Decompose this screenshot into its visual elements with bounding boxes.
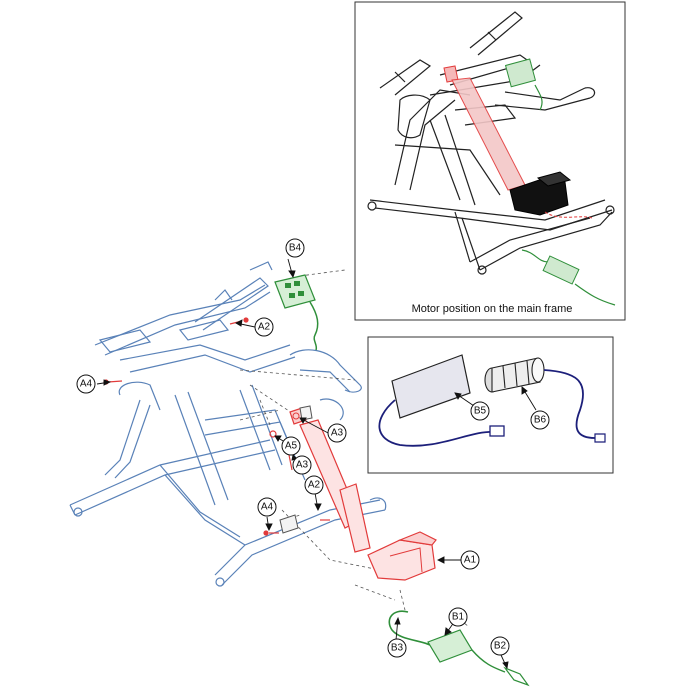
callout-a4-lower-label: A4: [261, 502, 274, 513]
callout-b2: B2: [490, 636, 510, 656]
callout-a5-label: A5: [285, 441, 298, 452]
motor-tube: [484, 357, 545, 393]
bracket-grey: [279, 405, 313, 534]
callout-a3-upper: A3: [327, 423, 347, 443]
callout-a4-lower: A4: [257, 497, 277, 517]
callout-a3-lower-label: A3: [296, 460, 309, 471]
callout-a4-left-label: A4: [80, 379, 93, 390]
callout-b1: B1: [448, 607, 468, 627]
callout-b6: B6: [530, 410, 550, 430]
lift-frame-blue: [69, 261, 387, 587]
power-supply-assembly: [388, 610, 530, 687]
callout-a4-left: A4: [76, 374, 96, 394]
inset-motor-block: [509, 171, 572, 216]
callout-b5-label: B5: [474, 406, 487, 417]
inset-motor-position-border: [354, 1, 626, 321]
control-box: [274, 274, 319, 351]
inset-caption: Motor position on the main frame: [412, 303, 573, 315]
callout-b4: B4: [285, 238, 305, 258]
callout-labels: A2 A4 B4 A3 A5 A3 A2 A4: [76, 238, 550, 670]
callout-a2-lower-label: A2: [308, 480, 321, 491]
callout-b5: B5: [470, 401, 490, 421]
callout-b3-label: B3: [391, 643, 404, 654]
callout-a1-label: A1: [464, 555, 477, 566]
motor-tube-plug: [594, 433, 606, 443]
callout-a2-lower: A2: [304, 475, 324, 495]
callout-b6-label: B6: [534, 415, 547, 426]
adapter-plug: [489, 425, 505, 437]
callout-b2-label: B2: [494, 641, 507, 652]
callout-a5: A5: [281, 436, 301, 456]
lift-actuator-red: [289, 407, 437, 581]
callout-a1: A1: [460, 550, 480, 570]
callout-leaders: [96, 258, 537, 670]
callout-b3: B3: [387, 638, 407, 658]
callout-a3-upper-label: A3: [331, 428, 344, 439]
inset-control-box: [504, 58, 543, 111]
callout-a3-lower: A3: [292, 455, 312, 475]
power-adapter-plate: [391, 354, 471, 419]
inset-power-supply: [521, 249, 616, 306]
motor-tube-cord: [543, 369, 596, 439]
callout-a2-upper-label: A2: [258, 322, 271, 333]
adapter-cord: [378, 399, 496, 447]
callout-a2-upper: A2: [254, 317, 274, 337]
callout-b4-label: B4: [289, 243, 302, 254]
inset-motor-position: Motor position on the main frame: [354, 1, 626, 321]
inset-motor-cable: [544, 211, 593, 219]
inset-power-detail: [367, 336, 614, 474]
callout-b1-label: B1: [452, 612, 465, 623]
